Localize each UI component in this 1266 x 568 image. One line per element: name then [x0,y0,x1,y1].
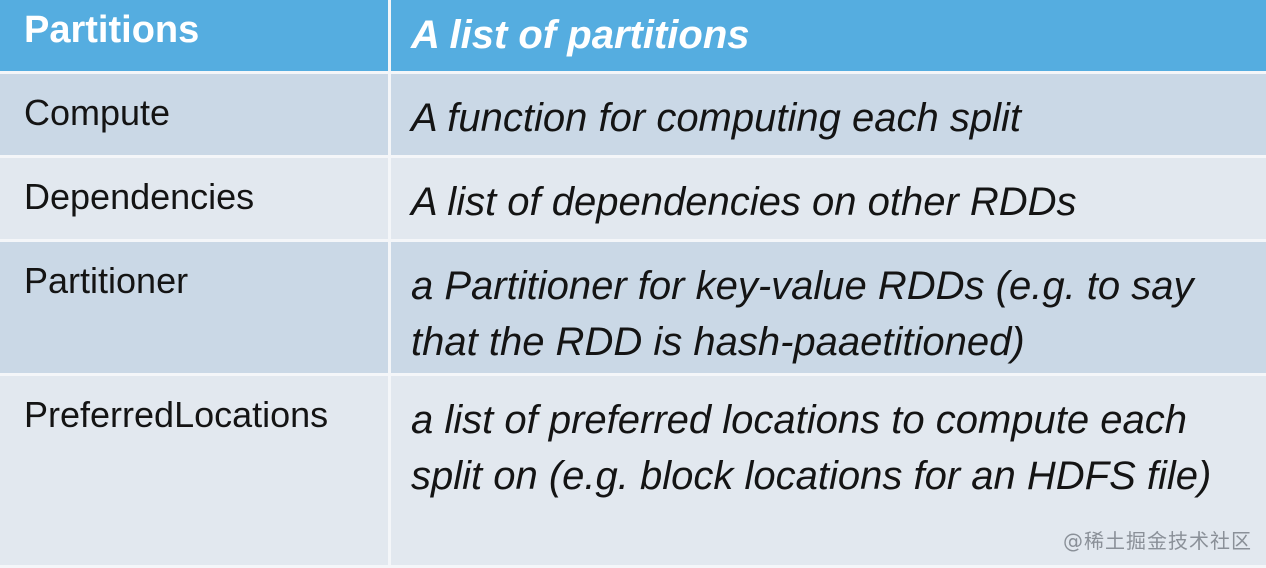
header-term-cell: Partitions [0,0,391,74]
row-compute-description-cell: A function for computing each split [391,74,1266,158]
row-preferredlocations-term-cell: PreferredLocations [0,376,391,568]
header-description-text: A list of partitions [411,13,750,57]
row-description-text: A function for computing each split [411,96,1021,140]
row-term-text: Compute [24,92,171,133]
header-term-text: Partitions [24,9,200,51]
row-term-text: Partitioner [24,260,189,301]
row-preferredlocations-description-cell: a list of preferred locations to compute… [391,376,1266,568]
row-compute-term-cell: Compute [0,74,391,158]
row-partitioner-term-cell: Partitioner [0,242,391,376]
row-term-text: Dependencies [24,176,255,217]
watermark: @稀土掘金技术社区 [1063,529,1252,553]
row-description-text: a Partitioner for key-value RDDs (e.g. t… [411,264,1194,364]
row-dependencies-description-cell: A list of dependencies on other RDDs [391,158,1266,242]
row-dependencies-term-cell: Dependencies [0,158,391,242]
header-description-cell: A list of partitions [391,0,1266,74]
row-description-text: A list of dependencies on other RDDs [411,180,1077,224]
row-description-text: a list of preferred locations to compute… [411,398,1212,498]
row-partitioner-description-cell: a Partitioner for key-value RDDs (e.g. t… [391,242,1266,376]
row-term-text: PreferredLocations [24,394,329,435]
